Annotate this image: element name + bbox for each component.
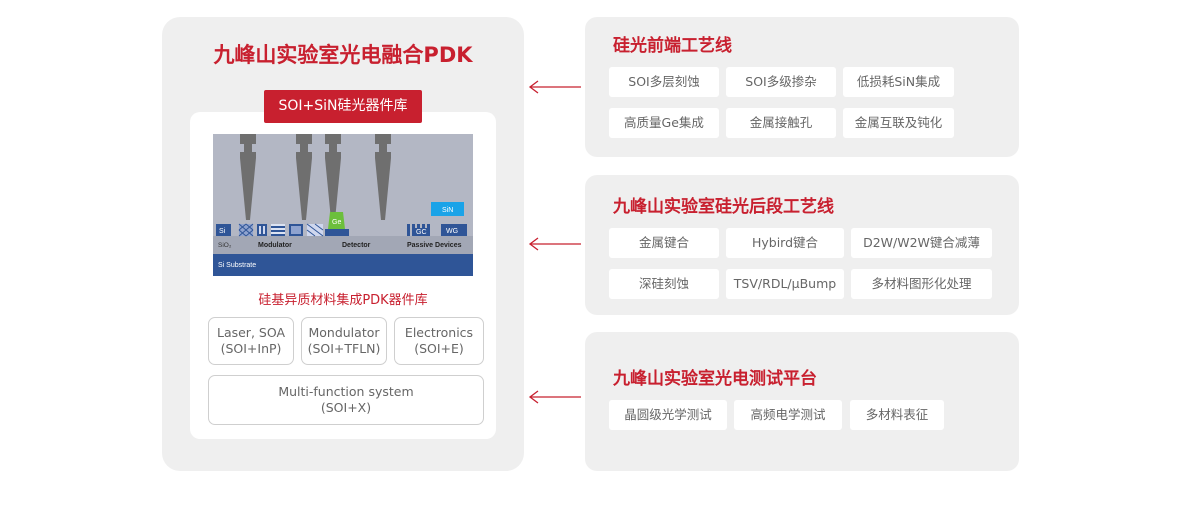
process-chip: 金属接触孔 — [726, 108, 836, 138]
process-chip: 金属互联及钝化 — [843, 108, 954, 138]
test-chip: 晶圆级光学测试 — [609, 400, 727, 430]
process-chip: D2W/W2W键合减薄 — [851, 228, 992, 258]
process-chip: SOI多层刻蚀 — [609, 67, 719, 97]
pdk-panel: 九峰山实验室光电融合PDK Si — [162, 17, 524, 471]
library-electronics: Electronics (SOI+E) — [394, 317, 484, 365]
gc-label: GC — [416, 229, 427, 236]
substrate-label: Si Substrate — [218, 262, 256, 269]
test-chip: 多材料表征 — [850, 400, 944, 430]
back-end-process-panel: 九峰山实验室硅光后段工艺线 金属键合 Hybird键合 D2W/W2W键合减薄 … — [585, 175, 1019, 315]
device-library-card: Si — [190, 112, 496, 439]
contact-1 — [240, 134, 256, 220]
sio2-label: SiO₂ — [218, 242, 232, 249]
sin-label: SiN — [442, 207, 453, 214]
modulator-label: Modulator — [258, 242, 292, 249]
detector-base — [325, 229, 349, 236]
test-chip: 高频电学测试 — [734, 400, 842, 430]
sin-block — [431, 202, 464, 216]
library-material: (SOI+E) — [414, 341, 464, 356]
ge-label: Ge — [332, 219, 341, 226]
library-title: 硅基异质材料集成PDK器件库 — [258, 293, 428, 308]
grating-coupler — [407, 224, 430, 236]
process-chip: Hybird键合 — [726, 228, 844, 258]
library-material: (SOI+X) — [320, 400, 372, 415]
library-name: Laser, SOA — [216, 325, 286, 340]
modulator-doping — [238, 223, 324, 237]
arrow-left-icon — [528, 80, 581, 94]
process-chip: SOI多级掺杂 — [726, 67, 836, 97]
arrow-left-icon — [528, 390, 581, 404]
test-platform-panel: 九峰山实验室光电测试平台 晶圆级光学测试 高频电学测试 多材料表征 — [585, 332, 1019, 471]
wg-label: WG — [446, 228, 458, 235]
detector-label: Detector — [342, 242, 371, 249]
si-block — [216, 224, 231, 236]
panel-title: 九峰山实验室硅光后段工艺线 — [613, 197, 834, 217]
process-chip: 多材料图形化处理 — [851, 269, 992, 299]
metal-contacts — [240, 134, 391, 220]
process-chip: 金属键合 — [609, 228, 719, 258]
front-end-process-panel: 硅光前端工艺线 SOI多层刻蚀 SOI多级掺杂 低损耗SiN集成 高质量Ge集成… — [585, 17, 1019, 157]
device-cross-section: Si — [213, 134, 473, 276]
library-name: Multi-function system — [278, 384, 414, 399]
sio2-layer — [213, 236, 473, 254]
process-chip: 深硅刻蚀 — [609, 269, 719, 299]
pdk-title: 九峰山实验室光电融合PDK — [213, 43, 473, 67]
contact-4 — [375, 134, 391, 220]
arrow-left-icon — [528, 237, 581, 251]
library-modulator: Mondulator (SOI+TFLN) — [301, 317, 387, 365]
substrate-layer — [213, 254, 473, 276]
library-laser-soa: Laser, SOA (SOI+InP) — [208, 317, 294, 365]
waveguide — [441, 224, 467, 236]
process-chip: 高质量Ge集成 — [609, 108, 719, 138]
library-material: (SOI+InP) — [220, 341, 282, 356]
library-material: (SOI+TFLN) — [307, 341, 381, 356]
library-multi-function: Multi-function system (SOI+X) — [208, 375, 484, 425]
contact-3 — [325, 134, 341, 220]
library-name: Electronics — [404, 325, 474, 340]
sin-library-banner: SOI+SiN硅光器件库 — [264, 90, 422, 123]
panel-title: 硅光前端工艺线 — [613, 36, 732, 56]
library-name: Mondulator — [308, 325, 380, 340]
ge-block — [328, 212, 345, 229]
process-chip: 低损耗SiN集成 — [843, 67, 954, 97]
contact-2 — [296, 134, 312, 220]
passive-devices-label: Passive Devices — [407, 242, 462, 249]
panel-title: 九峰山实验室光电测试平台 — [613, 369, 817, 389]
process-chip: TSV/RDL/μBump — [726, 269, 844, 299]
si-label: Si — [219, 228, 226, 235]
